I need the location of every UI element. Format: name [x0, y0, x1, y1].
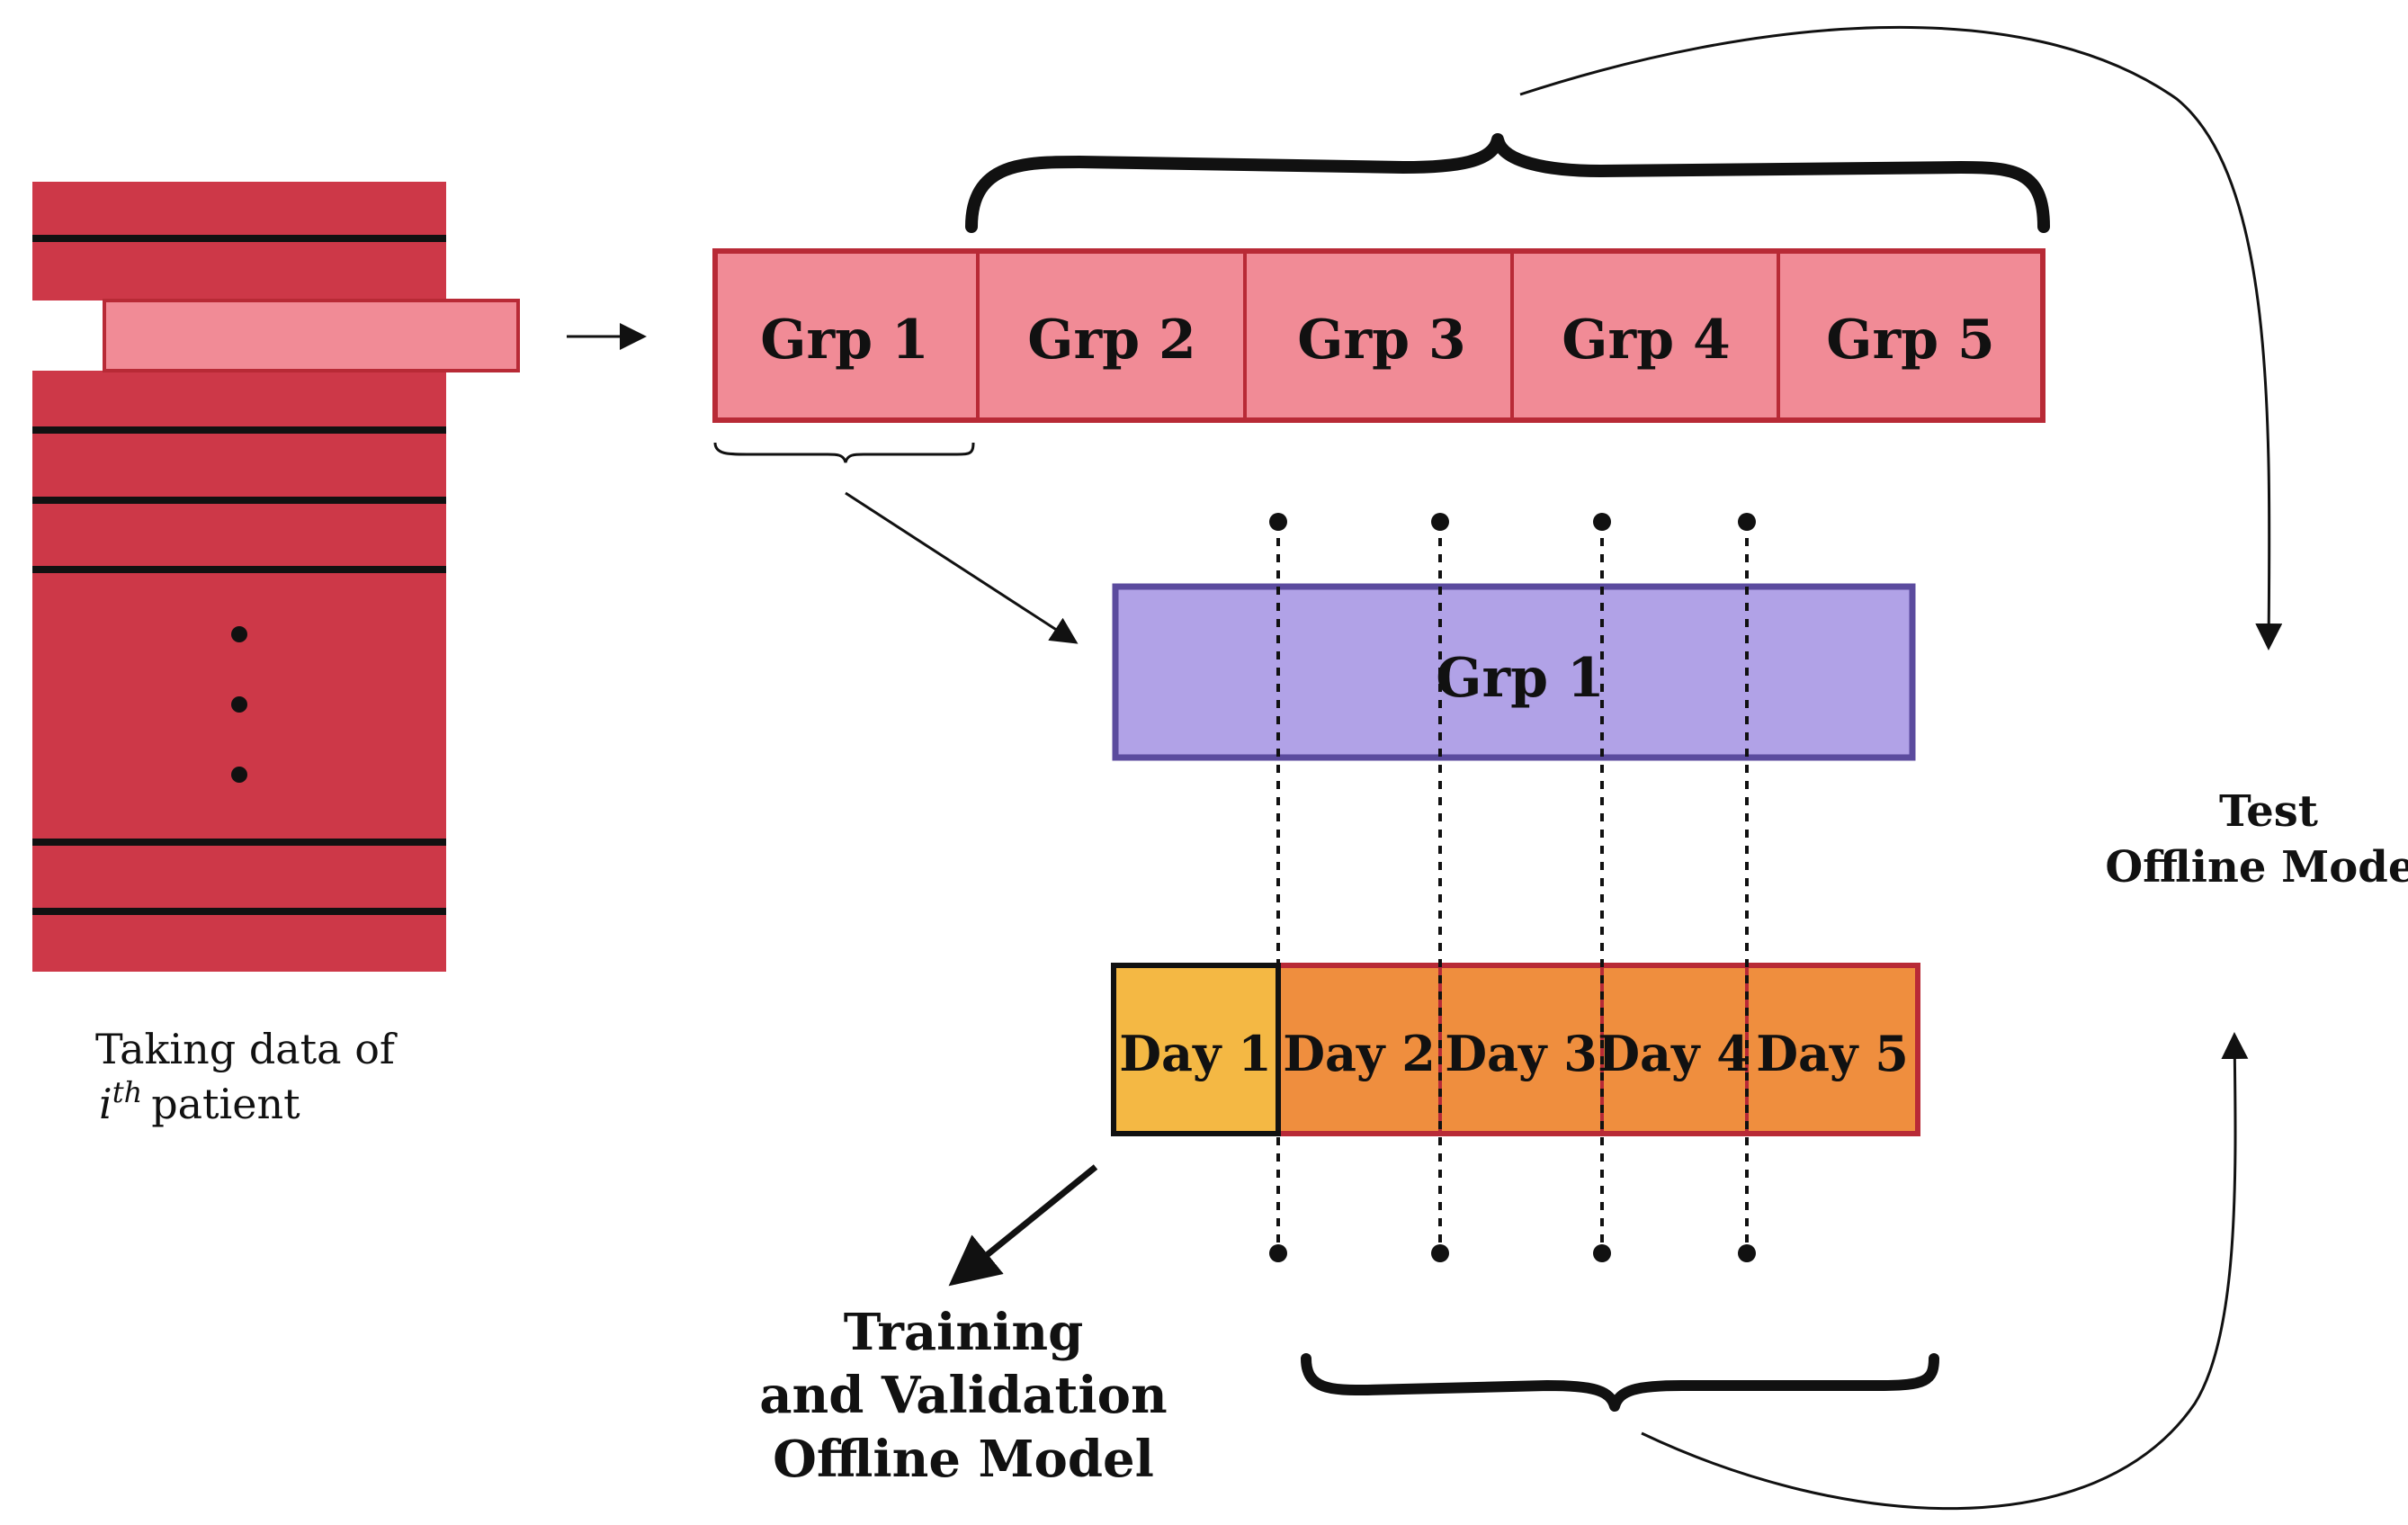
ellipsis-dot	[231, 626, 247, 642]
selected-group-box	[1112, 583, 1916, 761]
patient-dataset	[32, 182, 520, 972]
connector-dot	[1431, 513, 1449, 531]
test-curve-top	[1519, 25, 2283, 650]
group-cell	[715, 251, 978, 420]
grp1-expand-arrow	[845, 491, 1079, 644]
group-label-5: Grp 5	[1826, 309, 1994, 372]
test-curve-bottom	[1641, 1032, 2249, 1511]
ellipsis-dot	[231, 767, 247, 783]
day-label-4: Day 4	[1598, 1025, 1750, 1082]
patient-caption-line1: Taking data of	[95, 1025, 398, 1073]
math-i: i	[99, 1080, 112, 1128]
connector-dot	[1269, 1244, 1287, 1262]
group-label-2: Grp 2	[1027, 309, 1195, 372]
group-cell	[1512, 251, 1778, 420]
group-cell	[1778, 251, 2043, 420]
day-label-1: Day 1	[1119, 1025, 1272, 1082]
day-cell	[1278, 965, 1440, 1134]
training-caption-line3: Offline Model	[773, 1430, 1154, 1489]
day1-frame	[1111, 963, 1281, 1136]
day-connectors	[1269, 513, 1756, 1262]
math-th: th	[112, 1075, 142, 1109]
extracted-patient-row	[103, 299, 520, 372]
ellipsis-dot	[231, 696, 247, 713]
days-row: Day 1 Day 2 Day 3 Day 4 Day 5	[1111, 963, 1920, 1136]
selected-group-label: Grp 1	[1436, 647, 1604, 710]
training-caption-line1: Training	[844, 1303, 1084, 1362]
day-label-5: Day 5	[1756, 1025, 1909, 1082]
connector-dot	[1593, 513, 1611, 531]
day-cell	[1747, 965, 1918, 1134]
extracted-row-gap	[32, 301, 104, 371]
day-cell-1	[1114, 965, 1278, 1134]
connector-dot	[1738, 513, 1756, 531]
grp1-brace	[713, 442, 975, 463]
group-label-4: Grp 4	[1562, 309, 1730, 372]
day-label-2: Day 2	[1283, 1025, 1436, 1082]
patient-caption-line2: ith patient	[99, 1075, 300, 1128]
connector-dot	[1593, 1244, 1611, 1262]
training-arrow	[948, 1164, 1098, 1287]
day-cell	[1602, 965, 1747, 1134]
test-caption-line1: Test	[2219, 786, 2318, 837]
test-days-brace	[1301, 1353, 1939, 1412]
group-label-3: Grp 3	[1297, 309, 1465, 372]
day-label-3: Day 3	[1445, 1025, 1598, 1082]
groups-frame	[712, 248, 2045, 423]
connector-dot	[1431, 1244, 1449, 1262]
test-caption-line2: Offline Model	[2105, 842, 2408, 893]
groups-row: Grp 1 Grp 2 Grp 3 Grp 4 Grp 5	[712, 248, 2045, 423]
connector-dot	[1738, 1244, 1756, 1262]
group-cell	[978, 251, 1245, 420]
connector-dot	[1269, 513, 1287, 531]
group-cell	[1245, 251, 1512, 420]
test-groups-brace	[965, 133, 2050, 233]
day-cell	[1440, 965, 1602, 1134]
patient-word: patient	[151, 1080, 300, 1128]
group-label-1: Grp 1	[760, 309, 928, 372]
training-caption-line2: and Validation	[759, 1366, 1167, 1425]
